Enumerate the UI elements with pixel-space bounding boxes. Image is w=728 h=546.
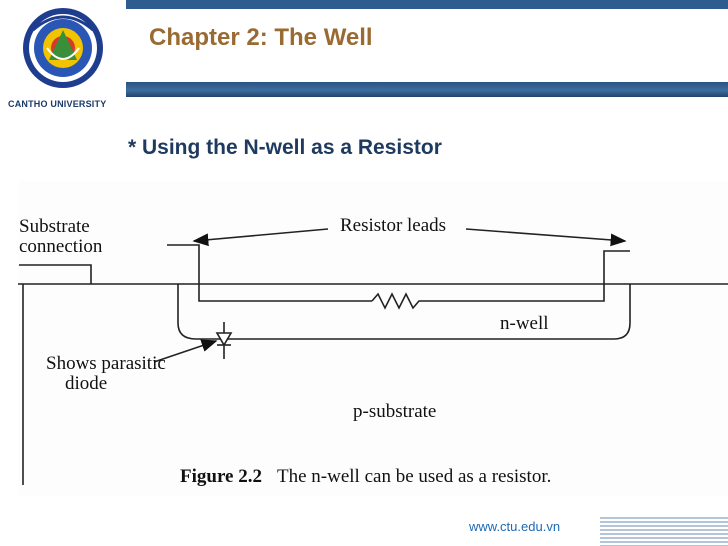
header-bar-bottom [126, 82, 728, 97]
slide-subtitle: * Using the N-well as a Resistor [128, 136, 442, 159]
footer-url-link[interactable]: www.ctu.edu.vn [469, 519, 561, 534]
diode-triangle [215, 332, 233, 347]
label-substrate-line1: Substrate [19, 216, 90, 237]
n-well-outline [177, 284, 631, 340]
figure-caption-text: The n-well can be used as a resistor. [277, 466, 552, 487]
header-bar-top [126, 0, 728, 9]
label-n-well: n-well [500, 313, 549, 334]
n-well-resistor-figure: Substrate connection Resistor leads n-we… [18, 181, 728, 496]
figure-caption-number: Figure 2.2 [180, 466, 262, 487]
footer-stripe-bar [600, 517, 728, 546]
resistor-zigzag [371, 292, 423, 310]
right-lead-wire [423, 250, 630, 302]
label-resistor-leads: Resistor leads [340, 215, 447, 236]
left-lead-wire [167, 244, 372, 302]
label-p-substrate: p-substrate [353, 401, 437, 422]
university-logo: CANTHO UNIVERSITY [0, 0, 126, 120]
parasitic-pointer-arrow [153, 339, 218, 363]
substrate-contact [19, 264, 92, 284]
label-substrate-line2: connection [19, 236, 103, 257]
label-parasitic-line1: Shows parasitic [46, 353, 166, 374]
university-seal-icon [23, 8, 103, 88]
logo-text: CANTHO UNIVERSITY [8, 99, 107, 109]
chapter-title: Chapter 2: The Well [149, 24, 373, 51]
resistor-leads-right-arrow [465, 228, 627, 247]
resistor-leads-left-arrow [192, 228, 329, 247]
cross-section-diagram [18, 228, 728, 485]
label-parasitic-line2: diode [65, 373, 108, 394]
